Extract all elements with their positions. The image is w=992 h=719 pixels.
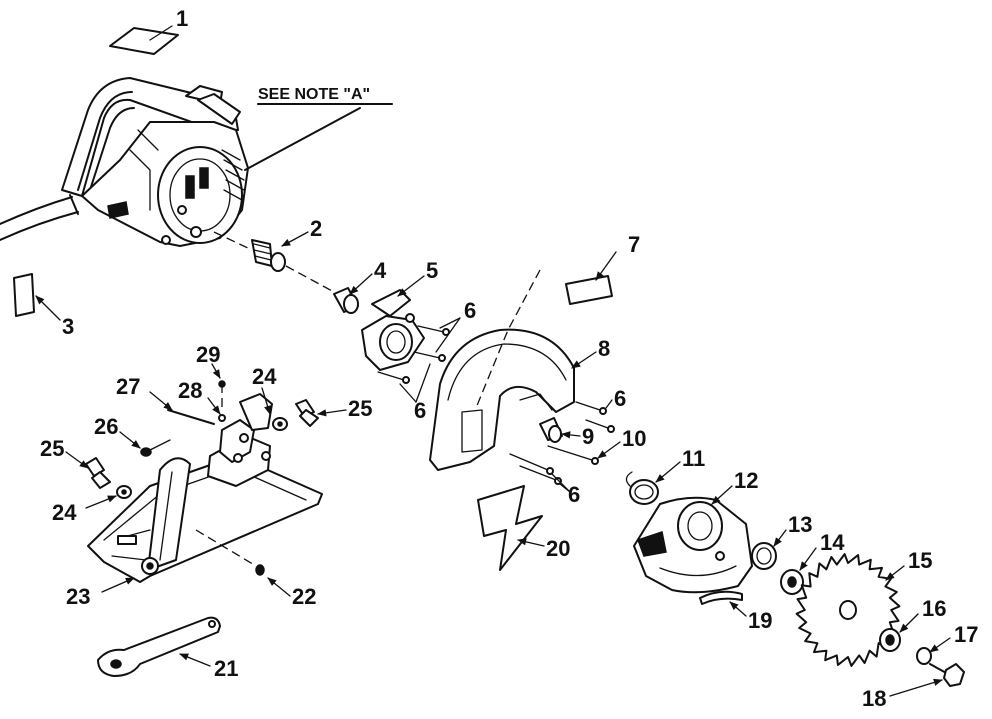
part-8-upper-guard: [429, 269, 575, 471]
part-15-blade: [795, 553, 901, 667]
callout-6-lower: 6: [568, 482, 580, 507]
callout-12: 12: [734, 468, 758, 493]
callout-24-left: 24: [52, 500, 77, 525]
callout-27: 27: [116, 374, 140, 399]
callout-25-left: 25: [40, 436, 64, 461]
part-19-clip: [699, 590, 743, 605]
part-6-screws-guard: [575, 401, 615, 433]
part-13-ring: [751, 542, 777, 570]
callout-4: 4: [374, 258, 387, 283]
part-7-label: [565, 275, 613, 305]
callout-5: 5: [426, 258, 438, 283]
callout-19: 19: [748, 608, 772, 633]
part-20-label: [477, 485, 543, 571]
callout-28: 28: [178, 378, 202, 403]
callout-leaders: [35, 25, 951, 697]
callout-6-right: 6: [614, 386, 626, 411]
part-6-screws-lower: [509, 453, 562, 485]
callout-23: 23: [66, 584, 90, 609]
part-17-lock-washer: [916, 647, 932, 665]
callout-1: 1: [176, 6, 188, 31]
part-24-washer-left: [116, 485, 132, 499]
part-24-washer-right: [272, 417, 288, 431]
callout-8: 8: [598, 336, 610, 361]
callout-22: 22: [292, 584, 316, 609]
callout-17: 17: [954, 622, 978, 647]
callout-25-right: 25: [348, 396, 372, 421]
part-2-armature-pinion: [213, 231, 335, 293]
part-25-wing-nut-left: [85, 457, 111, 489]
part-12-lower-guard: [633, 496, 753, 594]
part-6-screws-upper: [377, 325, 450, 384]
callout-3: 3: [62, 314, 74, 339]
callout-24-right: 24: [252, 364, 277, 389]
part-18-blade-bolt: [929, 663, 965, 687]
callout-29: 29: [196, 342, 220, 367]
see-note-a-label: SEE NOTE "A": [258, 86, 370, 103]
motor-housing: [0, 77, 249, 247]
callout-13: 13: [788, 512, 812, 537]
part-4-bearing: [333, 287, 359, 314]
part-16-outer-washer: [879, 628, 901, 652]
callout-6-left: 6: [414, 398, 426, 423]
part-22-bolt: [195, 529, 265, 576]
part-21-wrench: [97, 616, 221, 677]
part-10-screw: [547, 445, 599, 465]
callout-6-upper: 6: [464, 298, 476, 323]
part-29-screw: [218, 380, 226, 412]
part-1-label-plate: [109, 27, 179, 55]
callout-18: 18: [862, 686, 886, 711]
callout-26: 26: [94, 414, 118, 439]
part-23-shoe: [87, 455, 323, 583]
callout-14: 14: [820, 530, 845, 555]
part-5-gear-case: [361, 289, 425, 371]
part-28-washer: [218, 414, 226, 422]
part-27-pin: [167, 409, 215, 425]
part-25-wing-nut-right: [295, 399, 319, 427]
callout-7: 7: [628, 232, 640, 257]
callout-9: 9: [582, 424, 594, 449]
callout-16: 16: [922, 596, 946, 621]
see-note-leader: [244, 107, 361, 171]
part-9-bearing: [539, 417, 563, 443]
callout-numbers: 1 2 3 4 5 6 6 6 6 7 8 9 10 11 12 13 14 1…: [40, 6, 978, 711]
part-11-spring: [625, 471, 659, 505]
callout-15: 15: [908, 548, 932, 573]
part-3-label: [13, 273, 35, 317]
callout-2: 2: [310, 216, 322, 241]
callout-20: 20: [546, 536, 570, 561]
callout-11: 11: [682, 446, 705, 471]
callout-21: 21: [214, 656, 238, 681]
part-14-washer: [780, 569, 804, 595]
part-26-screw: [140, 439, 171, 457]
bevel-bracket: [141, 393, 273, 575]
callout-10: 10: [622, 426, 646, 451]
